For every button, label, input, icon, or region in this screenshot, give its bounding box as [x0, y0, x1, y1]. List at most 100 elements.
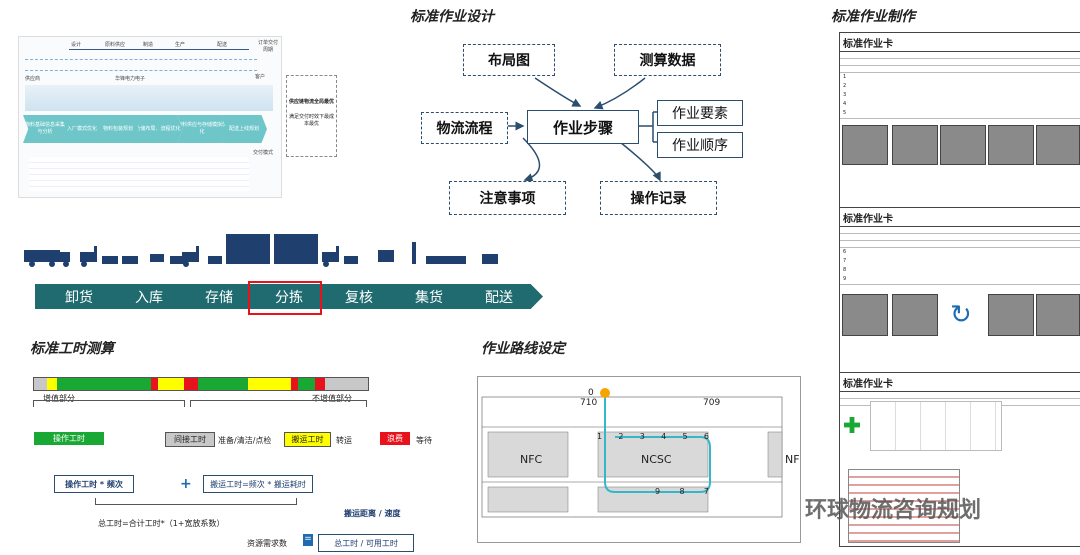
card-photo [988, 125, 1034, 165]
operation-card-1: 标准作业卡 1 2 3 4 5 [839, 32, 1080, 209]
node-layout: 布局图 [463, 44, 555, 76]
bracket-bottom [95, 498, 297, 505]
card-row: 8 [843, 267, 847, 273]
waste-desc: 等待 [416, 436, 432, 445]
node-flow: 物流流程 [421, 112, 508, 144]
operation-card-2: 标准作业卡 6 7 8 9 ↻ [839, 207, 1080, 374]
flow-step: 配送上线规划 [221, 115, 267, 143]
card-row: 6 [843, 249, 847, 255]
card-icon-grid [870, 401, 1002, 451]
customer-label: 客户 [255, 74, 266, 80]
card-row-list: 6 7 8 9 [840, 248, 1080, 285]
card-photo [842, 125, 888, 165]
safety-cross-icon [844, 417, 860, 433]
route-stop: 9 [655, 487, 661, 496]
route-start-marker: 0 [588, 388, 594, 398]
flow-top-label: 原料供应 [105, 42, 126, 48]
waste-box: 浪费 [380, 432, 410, 445]
section-title-time: 标准工时测算 [30, 341, 114, 357]
flow-top-label: 制造 [143, 42, 154, 48]
zone-code: 710 [580, 398, 598, 408]
route-stop: 2 [618, 432, 624, 441]
card-photo [842, 294, 888, 336]
plus-icon: + [180, 476, 192, 492]
card-row: 1 [843, 74, 847, 80]
flow-detail-list [29, 157, 249, 191]
op-time-box: 操作工时 [34, 432, 104, 445]
handling-time-box: 搬运工时 [284, 432, 331, 447]
equipment-icons [24, 234, 498, 267]
formula-handling: 搬运工时=频次 * 搬运耗时 [203, 475, 313, 493]
route-stop: 6 [703, 432, 709, 441]
route-top-stops: 1 2 3 4 5 6 [597, 432, 709, 441]
flow-step: 物料包装规划 [97, 115, 139, 143]
side-note-2: 满足交付时效下最成本最优 [288, 114, 334, 127]
card-photo [1036, 294, 1080, 336]
route-stop: 7 [703, 487, 709, 496]
process-step-inbound: 入库 [105, 284, 193, 309]
flow-top-label: 设计 [71, 42, 82, 48]
total-formula: 总工时=合计工时*（1+宽放系数） [98, 519, 225, 528]
indirect-time-box: 间接工时 [165, 432, 215, 447]
card-photo [1036, 125, 1080, 165]
supplier-label: 供应商 [25, 76, 41, 82]
route-stop: 5 [682, 432, 688, 441]
process-step-review: 复核 [315, 284, 403, 309]
formula-op: 操作工时 * 频次 [54, 475, 134, 493]
card-row: 4 [843, 101, 847, 107]
supply-chain-flow-diagram: 设计 原料供应 制造 生产 配送 订单交付周期 供应商 华锋电力电子 客户 物料… [18, 36, 282, 198]
bracket [190, 400, 367, 407]
side-note-box: 供应链物流全局最优 满足交付时效下最成本最优 [286, 75, 337, 157]
flow-step: 交付模式 [253, 150, 274, 156]
card-photo [892, 294, 938, 336]
node-requirements: 作业要素 [657, 100, 743, 126]
route-stop: 1 [597, 432, 603, 441]
section-title-route: 作业路线设定 [481, 341, 565, 357]
distance-label: 搬运距离 / 速度 [344, 509, 401, 518]
timeline-line [69, 49, 249, 50]
flow-step: 仓储布局、流程优化 [133, 115, 183, 143]
resource-label: 资源需求数 [247, 539, 287, 548]
card-title: 标准作业卡 [843, 378, 893, 390]
flow-step: 入厂模式优化 [61, 115, 103, 143]
section-title-design: 标准作业设计 [410, 9, 494, 25]
handling-desc: 转运 [336, 436, 352, 445]
card-row: 2 [843, 83, 847, 89]
equals-icon: = [303, 534, 313, 546]
node-record: 操作记录 [600, 181, 717, 215]
non-value-part-label: 不增值部分 [312, 394, 352, 403]
indirect-desc: 准备/清洁/点检 [218, 436, 272, 445]
rotate-icon: ↻ [950, 300, 972, 330]
zone-label: NF [785, 453, 800, 466]
route-stop: 4 [661, 432, 667, 441]
value-part-label: 增值部分 [43, 394, 75, 403]
route-stop: 8 [679, 487, 685, 496]
zone-label: NFC [520, 453, 543, 466]
card-row: 7 [843, 258, 847, 264]
route-bottom-stops: 9 8 7 [655, 487, 709, 496]
flow-top-label: 配送 [217, 42, 228, 48]
section-title-making: 标准作业制作 [831, 9, 915, 25]
facility-strip [25, 85, 273, 111]
operation-card-3: 标准作业卡 [839, 372, 1080, 547]
route-stop: 3 [639, 432, 645, 441]
card-photo [892, 125, 938, 165]
node-order: 作业顺序 [657, 132, 743, 158]
warehouse-route-map: 0 710 709 NFC NCSC NF 1 2 3 4 5 6 9 8 7 [477, 376, 801, 543]
bracket [33, 400, 185, 407]
node-center-steps: 作业步骤 [527, 110, 639, 144]
process-step-unload: 卸货 [35, 284, 123, 309]
card-row: 5 [843, 110, 847, 116]
flow-step: 物料供应与存储模拟优化 [177, 115, 227, 143]
company-label: 华锋电力电子 [115, 76, 146, 82]
card-row: 3 [843, 92, 847, 98]
flow-step: 物料基础信息采集与分析 [23, 115, 67, 143]
highlight-frame [248, 281, 322, 315]
card-row: 9 [843, 276, 847, 282]
card-title: 标准作业卡 [843, 38, 893, 50]
flow-top-label: 生产 [175, 42, 186, 48]
card-photo [988, 294, 1034, 336]
card-photo [940, 125, 986, 165]
flow-rail [25, 59, 257, 71]
card-layout-map [848, 469, 960, 543]
